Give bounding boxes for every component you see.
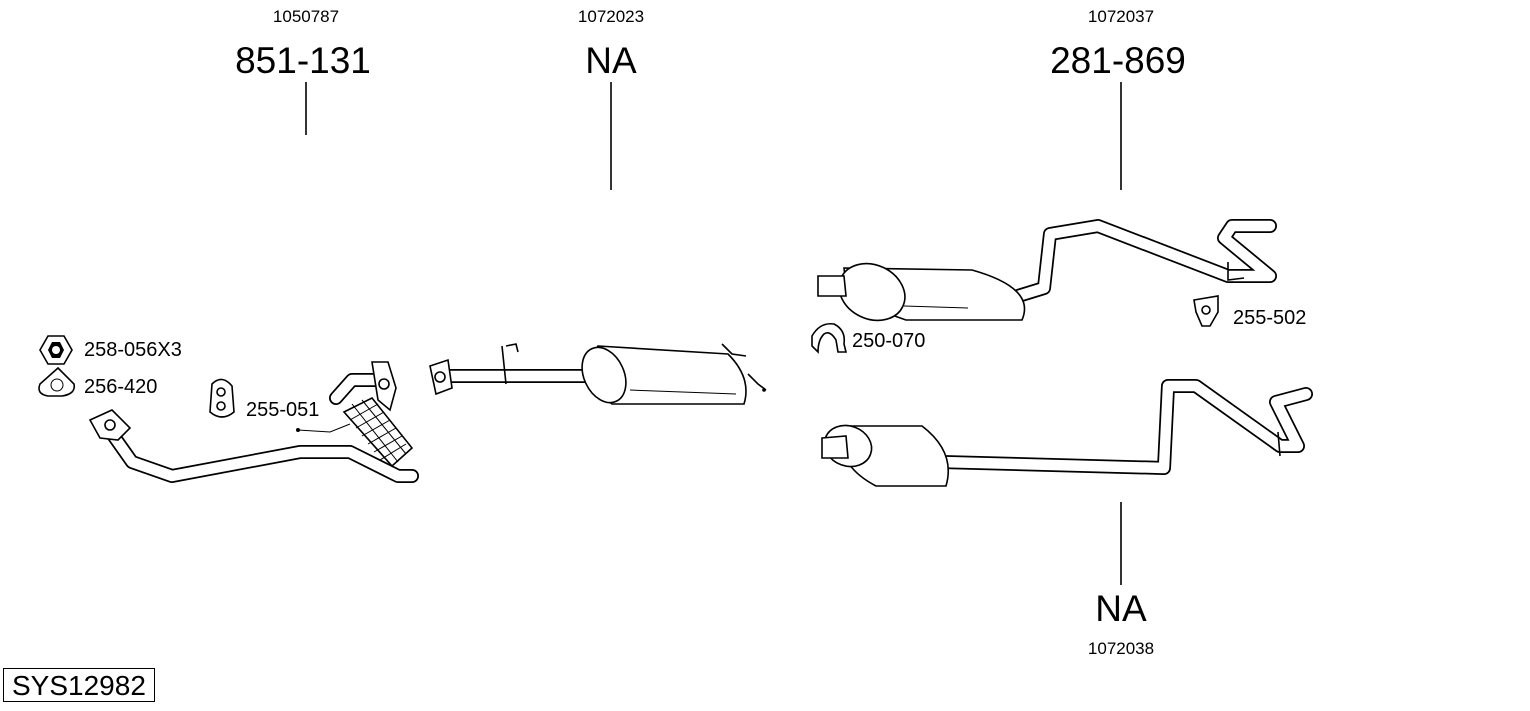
part-label-hanger-bracket: 255-502 (1233, 307, 1307, 329)
assembly-code-front-pipe: 851-131 (235, 40, 371, 81)
assembly-ref-rear-silencer-alt: 1072038 (1087, 639, 1155, 658)
part-label-rubber-mount: 255-051 (246, 399, 320, 421)
front-pipe (88, 361, 419, 483)
assembly-code-rear-silencer: 281-869 (1050, 40, 1186, 81)
hex-nut-icon (39, 335, 73, 365)
rear-silencer-lower (821, 379, 1313, 487)
hanger-bracket-icon (1193, 295, 1219, 327)
assembly-code-rear-silencer-alt: NA (1095, 588, 1147, 629)
part-label-hex-nut: 258-056X3 (84, 339, 182, 361)
part-label-pipe-clamp: 250-070 (852, 330, 926, 352)
part-label-gasket: 256-420 (84, 376, 158, 398)
diagram-id-box: SYS12982 (3, 668, 155, 702)
assembly-ref-rear-silencer: 1072037 (1087, 7, 1155, 26)
assembly-ref-front-pipe: 1050787 (272, 7, 340, 26)
middle-silencer (429, 343, 767, 405)
gasket-icon (38, 366, 76, 397)
rubber-mount-icon (209, 378, 235, 418)
pipe-clamp-icon (811, 322, 848, 354)
assembly-ref-middle-silencer: 1072023 (577, 7, 645, 26)
rear-silencer-upper (817, 219, 1277, 322)
assembly-code-middle-silencer: NA (585, 40, 637, 81)
